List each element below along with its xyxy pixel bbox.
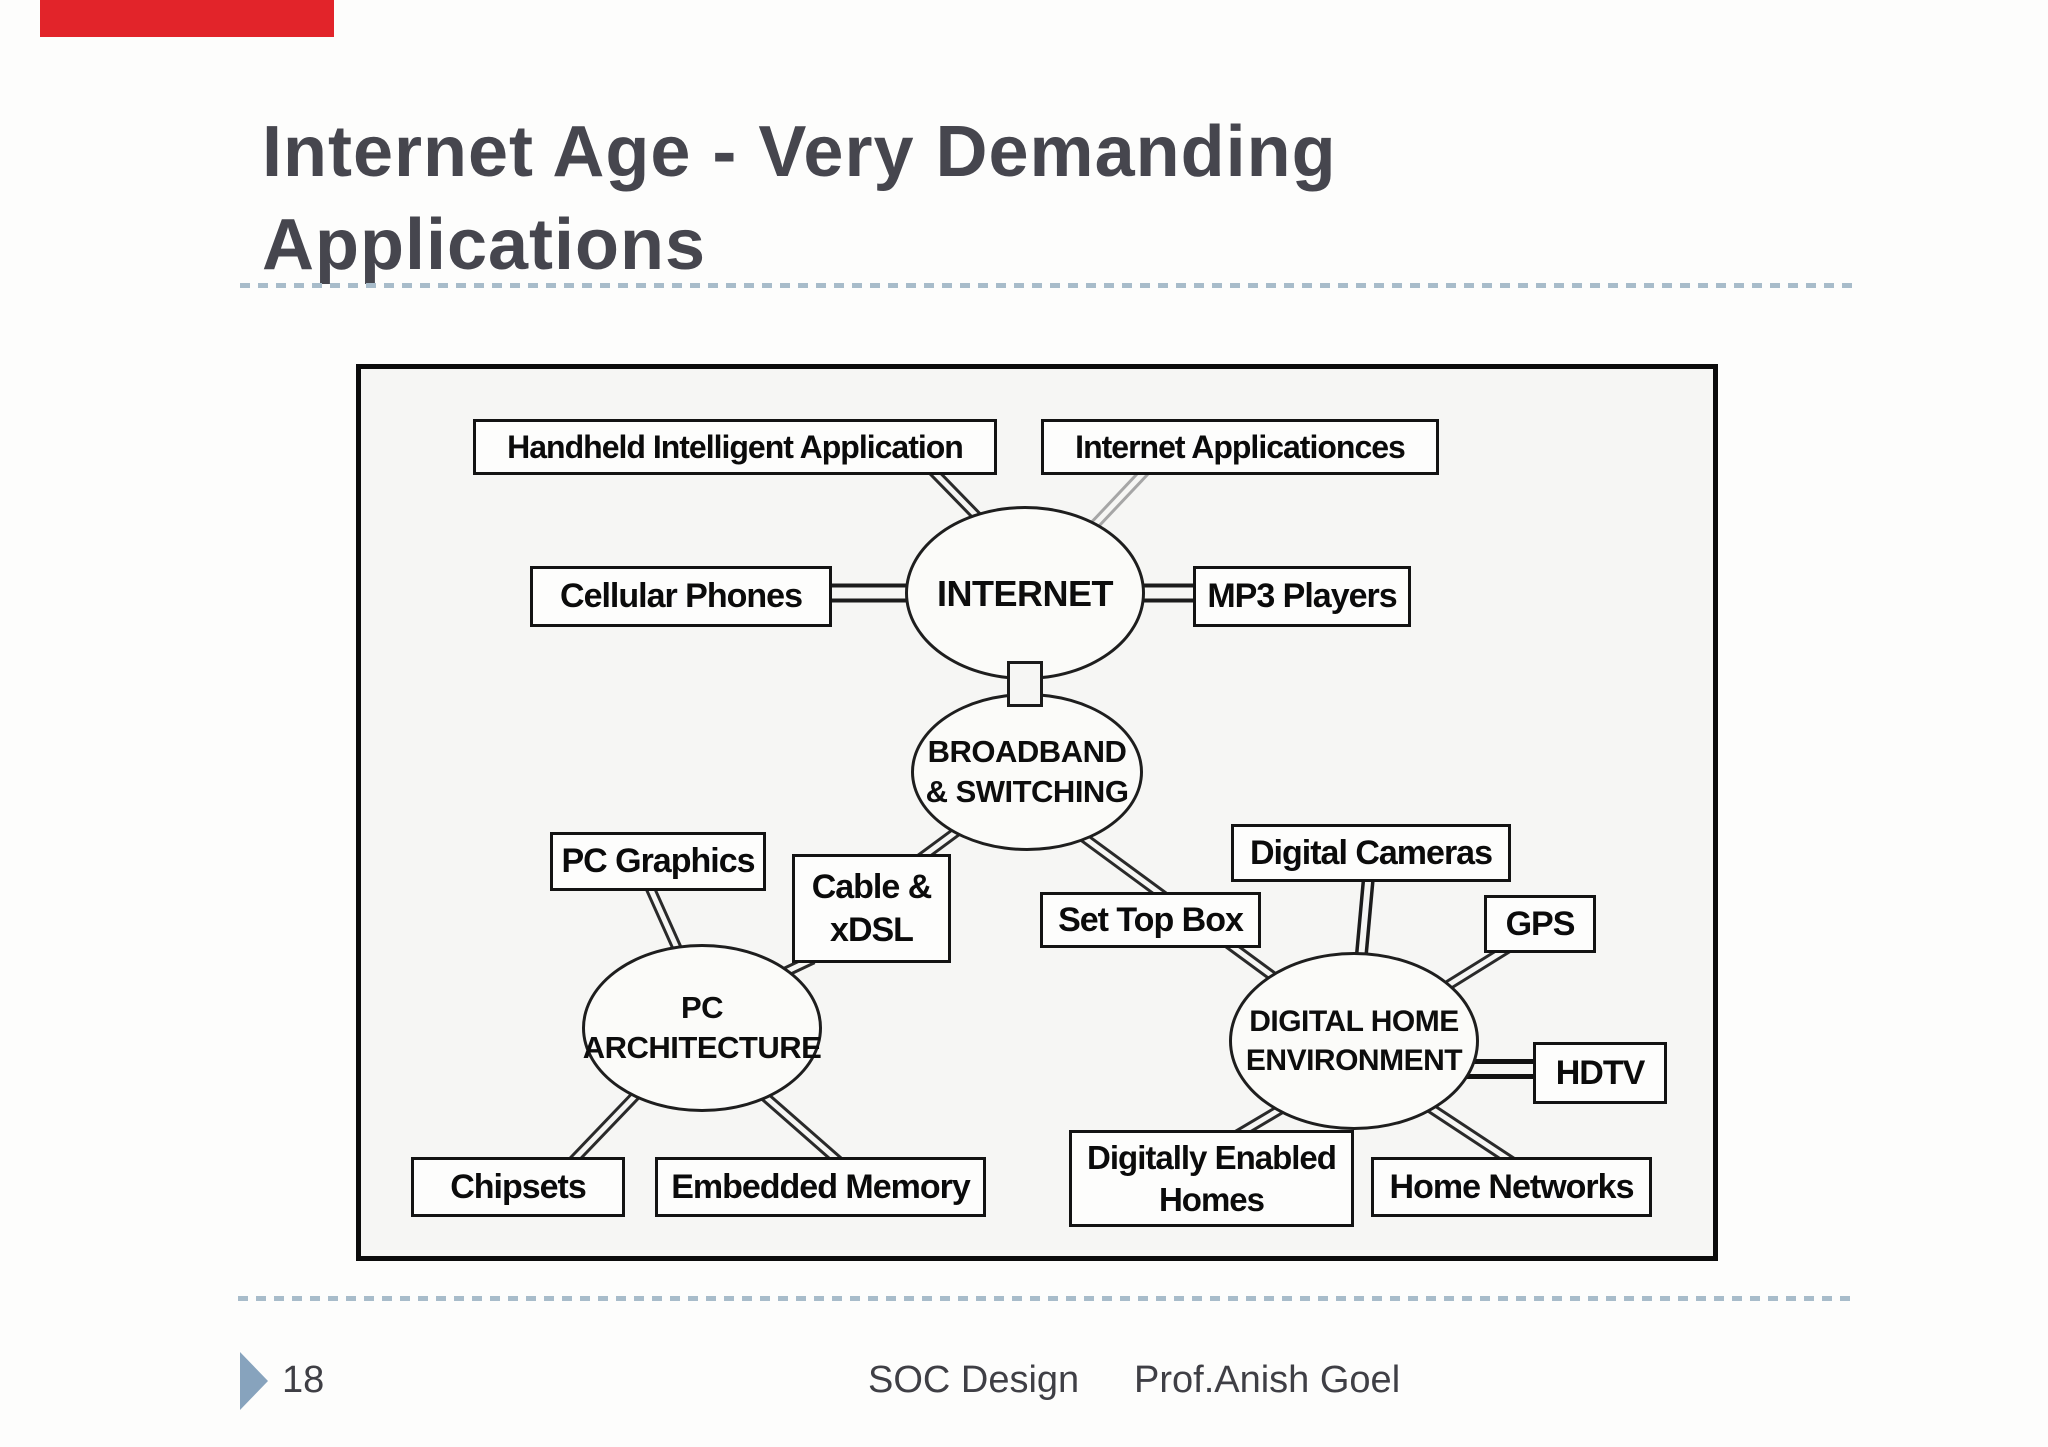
top-left-red-bar (40, 0, 334, 37)
box-hdtv: HDTV (1533, 1042, 1667, 1104)
label-line: DIGITAL HOME (1249, 1005, 1459, 1038)
box-gps: GPS (1484, 895, 1596, 953)
footer-author-label: Prof.Anish Goel (1134, 1359, 1401, 1401)
label-line: Home Networks (1389, 1167, 1635, 1206)
label-line: ARCHITECTURE (582, 1030, 822, 1065)
box-home-networks: Home Networks (1371, 1157, 1652, 1217)
hub-pc-architecture: PC ARCHITECTURE (582, 944, 822, 1112)
title-divider-dashed-line (240, 283, 1852, 288)
connector-pc-graphics-to-pc-architecture (641, 878, 687, 960)
label-line: Internet Applicationces (1075, 428, 1406, 465)
label-line: Handheld Intelligent Application (507, 428, 964, 465)
label-line: Digitally Enabled (1087, 1138, 1337, 1176)
footer-divider-dashed-line (238, 1296, 1852, 1301)
box-set-top-box: Set Top Box (1040, 892, 1261, 948)
label-line: Embedded Memory (671, 1167, 971, 1206)
connector-lines-layer (565, 461, 1539, 1170)
footer-course-label: SOC Design (868, 1359, 1080, 1401)
label-line: Cable & (811, 867, 933, 906)
connector-digital-cameras-to-digital-home (1354, 870, 1376, 960)
label-line: ENVIRONMENT (1245, 1044, 1463, 1077)
label-line: Digital Cameras (1250, 833, 1493, 872)
box-cable-xdsl: Cable & xDSL (792, 854, 951, 963)
label-line: GPS (1505, 904, 1576, 943)
label-line: & SWITCHING (925, 774, 1129, 809)
label-line: Chipsets (450, 1167, 587, 1206)
label-line: HDTV (1555, 1053, 1646, 1092)
label-line: INTERNET (937, 572, 1114, 614)
box-internet-applicationces: Internet Applicationces (1041, 419, 1439, 475)
box-mp3-players: MP3 Players (1193, 566, 1411, 627)
box-cellular-phones: Cellular Phones (530, 566, 832, 627)
label-line: Cellular Phones (560, 577, 803, 615)
label-line: MP3 Players (1207, 577, 1397, 615)
box-pc-graphics: PC Graphics (550, 832, 766, 891)
box-embedded-memory: Embedded Memory (655, 1157, 986, 1217)
label-line: PC (680, 990, 724, 1025)
footer-page-number: 18 (282, 1359, 325, 1401)
connector-digital-home-to-home-networks (1419, 1098, 1521, 1170)
label-line: xDSL (830, 910, 914, 949)
diagram-frame: INTERNET BROADBAND & SWITCHING PC ARCHITECTU… (356, 364, 1718, 1261)
box-digital-cameras: Digital Cameras (1231, 824, 1511, 882)
slide-title: Internet Age - Very Demanding Applicatio… (262, 106, 1662, 292)
footer-arrow-icon (240, 1352, 268, 1410)
slide-title-line2: Applications (262, 205, 707, 285)
label-line: Set Top Box (1058, 900, 1244, 939)
internet-broadband-link-rect (1007, 661, 1043, 707)
hub-internet: INTERNET (905, 506, 1145, 680)
label-line: Homes (1158, 1180, 1265, 1218)
hub-broadband-switching: BROADBAND & SWITCHING (911, 693, 1143, 851)
box-chipsets: Chipsets (411, 1157, 625, 1217)
hub-digital-home-environment: DIGITAL HOME ENVIRONMENT (1229, 952, 1479, 1130)
label-line: BROADBAND (927, 734, 1127, 769)
slide-title-line1: Internet Age - Very Demanding (262, 112, 1337, 192)
box-handheld-intelligent-application: Handheld Intelligent Application (473, 419, 997, 475)
label-line: PC Graphics (561, 842, 755, 880)
